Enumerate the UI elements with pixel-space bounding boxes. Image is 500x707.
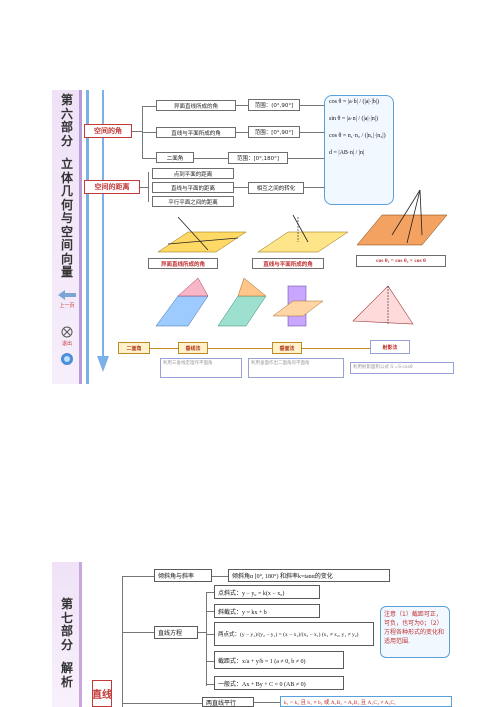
method-perpendicular-line: 垂线法 xyxy=(178,342,208,354)
form-slope-intercept: 斜截式：y = kx + b xyxy=(214,604,320,618)
angle-item-dihedral: 二面角 xyxy=(156,152,194,163)
section-spatial-angle: 空间的角 xyxy=(84,124,132,138)
method-projection: 射影法 xyxy=(370,340,410,354)
method-dihedral: 二面角 xyxy=(118,342,150,354)
figure-angle-diagrams xyxy=(157,214,349,253)
prev-page-button[interactable]: 上一页 xyxy=(57,290,77,309)
sidebar-title-part6: 第六 部分 立体 几何 与空 间向 量 xyxy=(60,93,73,279)
caption-skew-lines: 异面直线所成的角 xyxy=(148,258,218,269)
incline-description: 倾斜角α [0°, 180°) 和斜率k=tanα的变化 xyxy=(228,569,390,582)
note-projection: 利用射影面积公式 S′=S·cosθ xyxy=(350,362,454,374)
form-two-point: 两点式：(y − y₁)/(y₂ − y₁) = (x − x₁)/(x₂ − … xyxy=(214,622,374,646)
formula-distance: d = |AB·n| / |n| xyxy=(329,150,365,156)
three-cosine-formula: cos θ₁ = cos θ₂ × cos θ xyxy=(356,255,446,267)
formula-line-plane-sin: sin θ = |a·n| / (|a|·|n|) xyxy=(329,116,378,122)
distance-item-point-plane: 点到平面的距离 xyxy=(152,168,234,179)
speaker-icon xyxy=(61,353,73,365)
distance-transform-box: 相互之间的转化 xyxy=(248,182,304,194)
formula-panel: cos θ = |a·b| / (|a|·|b|) sin θ = |a·n| … xyxy=(324,95,394,205)
sidebar-part6: 第六 部分 立体 几何 与空 间向 量 上一页 退出 xyxy=(52,90,82,384)
note-perpendicular-plane: 利用垂面作出二面角的平面角 xyxy=(248,358,344,378)
slide-analytic-geometry: 第七 部分 解析 直线 倾斜角与斜率 倾斜角α [0°, 180°) 和斜率k=… xyxy=(52,562,456,707)
angle-item-line-plane: 直线与平面所成的角 xyxy=(156,127,236,138)
exit-button[interactable]: 退出 xyxy=(57,326,77,347)
range-dihedral: 范围：[0°,180°] xyxy=(228,152,288,164)
formula-skew-cos: cos θ = |a·b| / (|a|·|b|) xyxy=(329,99,379,105)
section-spatial-distance: 空间的距离 xyxy=(84,180,140,194)
distance-item-parallel-planes: 平行平面之间的距离 xyxy=(152,196,234,207)
vertical-flow-line xyxy=(86,90,89,384)
caption-line-plane: 直线与平面所成的角 xyxy=(252,258,324,269)
form-point-slope: 点斜式：y − y₀ = k(x − x₀) xyxy=(214,585,320,599)
slide-solid-geometry: 第六 部分 立体 几何 与空 间向 量 上一页 退出 空间的角 空间的距离 异面 xyxy=(52,90,456,384)
close-circle-icon xyxy=(61,326,73,338)
figure-dihedral-diagrams xyxy=(155,277,414,327)
incline-label: 倾斜角与斜率 xyxy=(154,569,212,582)
sidebar-title-part7: 第七 部分 解析 xyxy=(60,597,73,689)
equation-label: 直线方程 xyxy=(154,626,198,639)
note-box: 注意（1）截距可正，可负，也可为0；（2）方程各种形式的变化和适用范围. xyxy=(380,606,450,658)
formula-dihedral-cos: cos θ = n₁·n₂ / (|n₁|·|n₂|) xyxy=(329,133,386,139)
arrow-left-icon xyxy=(58,290,76,300)
form-intercept: 截距式：x/a + y/b = 1 (a ≠ 0, b ≠ 0) xyxy=(214,651,344,669)
parallel-label: 两直线平行 xyxy=(202,697,254,707)
note-perpendicular-line: 利用三垂线定理作平面角 xyxy=(160,358,242,378)
parallel-condition: k₁ = k₂ 且 b₁ ≠ b₂ 或 A₁B₂ = A₂B₁ 且 A₁C₂ ≠… xyxy=(280,696,452,707)
method-perpendicular-plane: 垂面法 xyxy=(272,342,302,354)
angle-item-skew-lines: 异面直线所成的角 xyxy=(156,100,236,111)
form-general: 一般式：Ax + By + C = 0 (AB ≠ 0) xyxy=(214,676,344,690)
sidebar-part7: 第七 部分 解析 xyxy=(52,562,82,707)
section-line: 直线 xyxy=(92,680,112,707)
figure-three-cosine xyxy=(356,189,448,246)
distance-item-line-plane: 直线与平面的距离 xyxy=(152,182,234,193)
range-skew-lines: 范围：(0°,90°] xyxy=(248,99,300,111)
range-line-plane: 范围：[0°,90°] xyxy=(248,126,300,138)
